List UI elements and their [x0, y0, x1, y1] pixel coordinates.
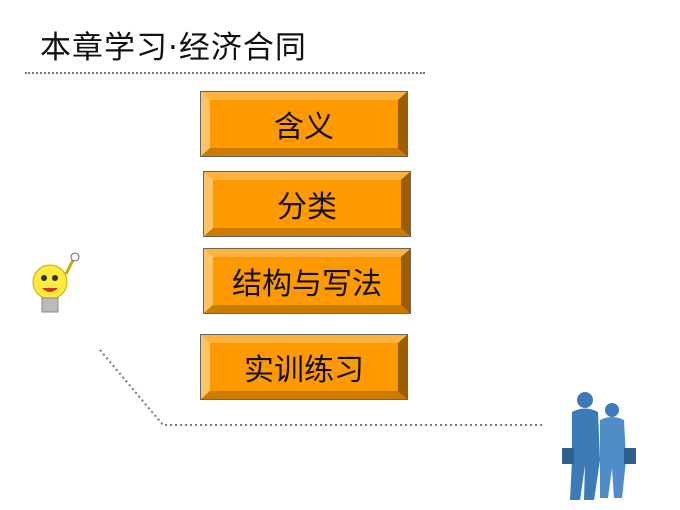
button-practice[interactable]: 实训练习	[200, 334, 408, 400]
dotted-connector	[99, 349, 545, 426]
button-label: 分类	[277, 190, 337, 225]
lightbulb-icon	[25, 250, 83, 325]
button-label: 含义	[274, 110, 334, 145]
button-structure[interactable]: 结构与写法	[203, 248, 411, 314]
button-classification[interactable]: 分类	[203, 171, 411, 237]
business-people-icon	[562, 392, 636, 500]
page-title: 本章学习·经济合同	[40, 30, 307, 66]
button-meaning[interactable]: 含义	[200, 91, 408, 157]
title-divider	[25, 72, 425, 74]
button-label: 结构与写法	[232, 267, 382, 302]
button-label: 实训练习	[244, 353, 364, 388]
